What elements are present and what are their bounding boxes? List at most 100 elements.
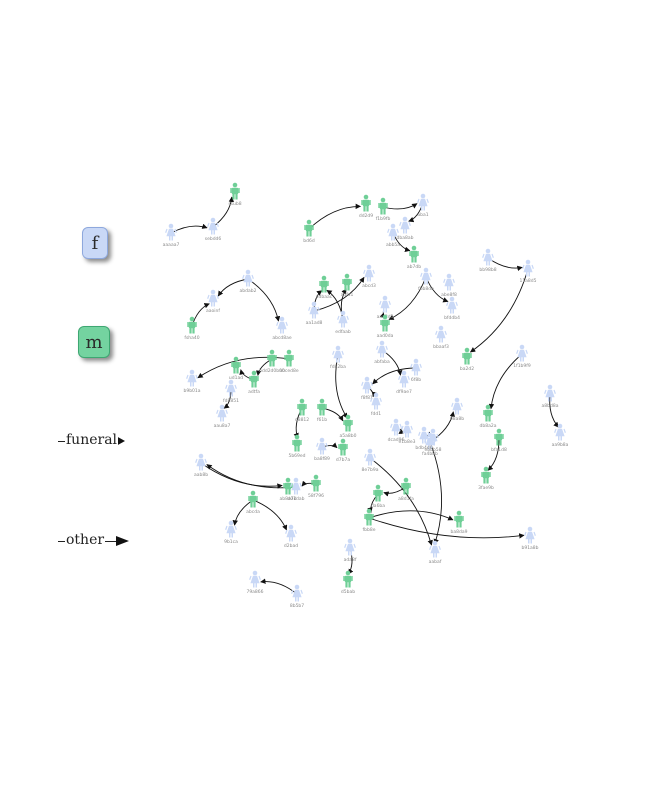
node-label: fbb8e bbox=[363, 527, 376, 533]
node-label: fa4b8b bbox=[422, 451, 438, 457]
node-label: aaaaa7 bbox=[163, 242, 180, 248]
node-label: 58f796 bbox=[308, 493, 324, 499]
node-label: d8812 bbox=[295, 417, 309, 423]
female-person-icon: df9ae7 bbox=[396, 370, 412, 395]
edge-funeral bbox=[247, 278, 281, 322]
edge-funeral bbox=[429, 441, 443, 545]
male-person-icon: d5bab bbox=[341, 570, 355, 595]
node-label: abb5a bbox=[386, 242, 400, 248]
nodes: aaaaa7sebdd6ssub8fsha40aaoinfabdab2abcd8… bbox=[163, 182, 569, 609]
node-label: bd6d bbox=[303, 238, 315, 244]
male-person-icon: bd6d bbox=[303, 219, 315, 244]
node-label: f8f81 bbox=[361, 395, 373, 401]
edge-funeral bbox=[487, 437, 500, 471]
male-person-icon: bdd2d0b00 bbox=[259, 349, 285, 374]
male-person-icon: a8d1fa bbox=[398, 477, 414, 502]
female-person-icon: b8a8b bbox=[450, 397, 464, 422]
edge-funeral bbox=[206, 464, 297, 489]
node-label: a5a8b0 bbox=[340, 433, 357, 439]
node-label: ssub8 bbox=[228, 201, 241, 207]
node-label: bdd2d0b00 bbox=[259, 368, 285, 374]
node-label: da6ba bbox=[371, 503, 385, 509]
male-person-icon: ud1ad bbox=[229, 356, 243, 381]
node-label: adbaac bbox=[316, 294, 333, 300]
legend-funeral-arrowhead bbox=[116, 436, 125, 446]
female-person-icon: aab8b bbox=[194, 453, 208, 478]
male-person-icon: abcda bbox=[246, 490, 260, 515]
female-person-icon: d01dab bbox=[287, 477, 305, 502]
node-label: adtfa bbox=[248, 389, 260, 395]
node-label: aa1ad8 bbox=[306, 320, 323, 326]
legend-other-edge: other bbox=[58, 532, 132, 549]
male-person-icon: d7b7a bbox=[336, 438, 350, 463]
female-person-icon: 11a8d5 bbox=[519, 259, 537, 284]
node-label: bfddb4 bbox=[444, 315, 460, 321]
legend-other-label: other bbox=[65, 532, 106, 548]
male-person-icon: dd2d9 bbox=[359, 194, 373, 219]
female-person-icon: fd82ba bbox=[330, 345, 346, 370]
edge-funeral bbox=[197, 356, 290, 379]
legend-funeral-label: funeral bbox=[65, 432, 119, 448]
node-label: a8bd8a bbox=[542, 403, 559, 409]
edge-funeral bbox=[260, 578, 298, 595]
node-label: abfaba bbox=[374, 359, 390, 365]
node-label: abe8f8 bbox=[441, 292, 457, 298]
female-person-icon: aa9b8a bbox=[552, 423, 569, 448]
male-person-icon: ba2d2 bbox=[460, 347, 474, 372]
node-label: df9ae7 bbox=[396, 389, 412, 395]
edge-funeral bbox=[388, 276, 427, 320]
edge-funeral bbox=[487, 257, 523, 272]
male-person-icon: 3fae9b bbox=[478, 466, 494, 491]
node-label: aabaf bbox=[429, 559, 442, 565]
female-person-icon: bfddb4 bbox=[444, 296, 460, 321]
female-person-icon: edfaab bbox=[335, 310, 351, 335]
male-person-icon: ba8da9 bbox=[451, 510, 468, 535]
female-person-icon: abcd3 bbox=[362, 264, 376, 289]
female-person-icon: a8bd8a bbox=[542, 384, 559, 409]
male-person-icon: f61b bbox=[317, 398, 327, 423]
male-person-icon: ab8a7d bbox=[280, 477, 297, 502]
node-label: dba8ab bbox=[397, 235, 414, 241]
edge-funeral bbox=[488, 353, 523, 410]
legend-funeral-edge: funeral bbox=[58, 432, 132, 449]
female-person-icon: fdd1 bbox=[370, 392, 382, 417]
node-label: 6f8b bbox=[411, 377, 421, 383]
node-label: 8b5b7 bbox=[290, 603, 304, 609]
edge-funeral bbox=[549, 393, 559, 428]
node-label: f61b bbox=[317, 417, 327, 423]
node-label: fsha40 bbox=[184, 335, 199, 341]
female-person-icon: ada8f bbox=[344, 538, 357, 563]
male-person-icon: ab7db bbox=[407, 245, 421, 270]
legend-other-arrowhead bbox=[116, 536, 129, 546]
edge-funeral bbox=[170, 223, 208, 234]
male-person-icon: 58f796 bbox=[308, 474, 324, 499]
male-person-icon: adfa1 bbox=[341, 273, 354, 298]
node-label: 8e7b9a bbox=[362, 467, 379, 473]
node-label: db8a2a bbox=[480, 423, 497, 429]
edge-funeral bbox=[308, 203, 362, 230]
male-person-icon: da6ba bbox=[371, 484, 385, 509]
female-person-icon: aau8a7 bbox=[214, 404, 231, 429]
node-label: d7b7a bbox=[336, 457, 350, 463]
node-label: d5bab bbox=[341, 589, 355, 595]
node-label: 1f1b9f9 bbox=[513, 363, 531, 369]
node-label: 79a866 bbox=[246, 589, 263, 595]
node-label: b9b01a bbox=[183, 388, 200, 394]
female-person-icon: dcad96 bbox=[388, 418, 404, 443]
male-person-icon: a5a8b0 bbox=[340, 414, 357, 439]
female-person-icon: d2bad bbox=[284, 524, 298, 549]
edge-funeral bbox=[212, 196, 235, 228]
female-person-icon: 8e7b9a bbox=[362, 448, 379, 473]
node-label: dd2d9 bbox=[359, 213, 373, 219]
female-person-icon: aaaaa7 bbox=[163, 223, 180, 248]
node-label: abcd3 bbox=[362, 283, 376, 289]
edge-funeral bbox=[368, 510, 454, 521]
female-person-icon: dba8ab bbox=[397, 216, 414, 241]
node-label: fbb8da bbox=[418, 286, 434, 292]
edge-funeral bbox=[200, 462, 283, 489]
node-label: aau8a7 bbox=[214, 423, 231, 429]
legend-male-letter: m bbox=[85, 331, 103, 353]
node-label: 5b69ed bbox=[288, 453, 305, 459]
male-person-icon: adbaac bbox=[316, 275, 333, 300]
